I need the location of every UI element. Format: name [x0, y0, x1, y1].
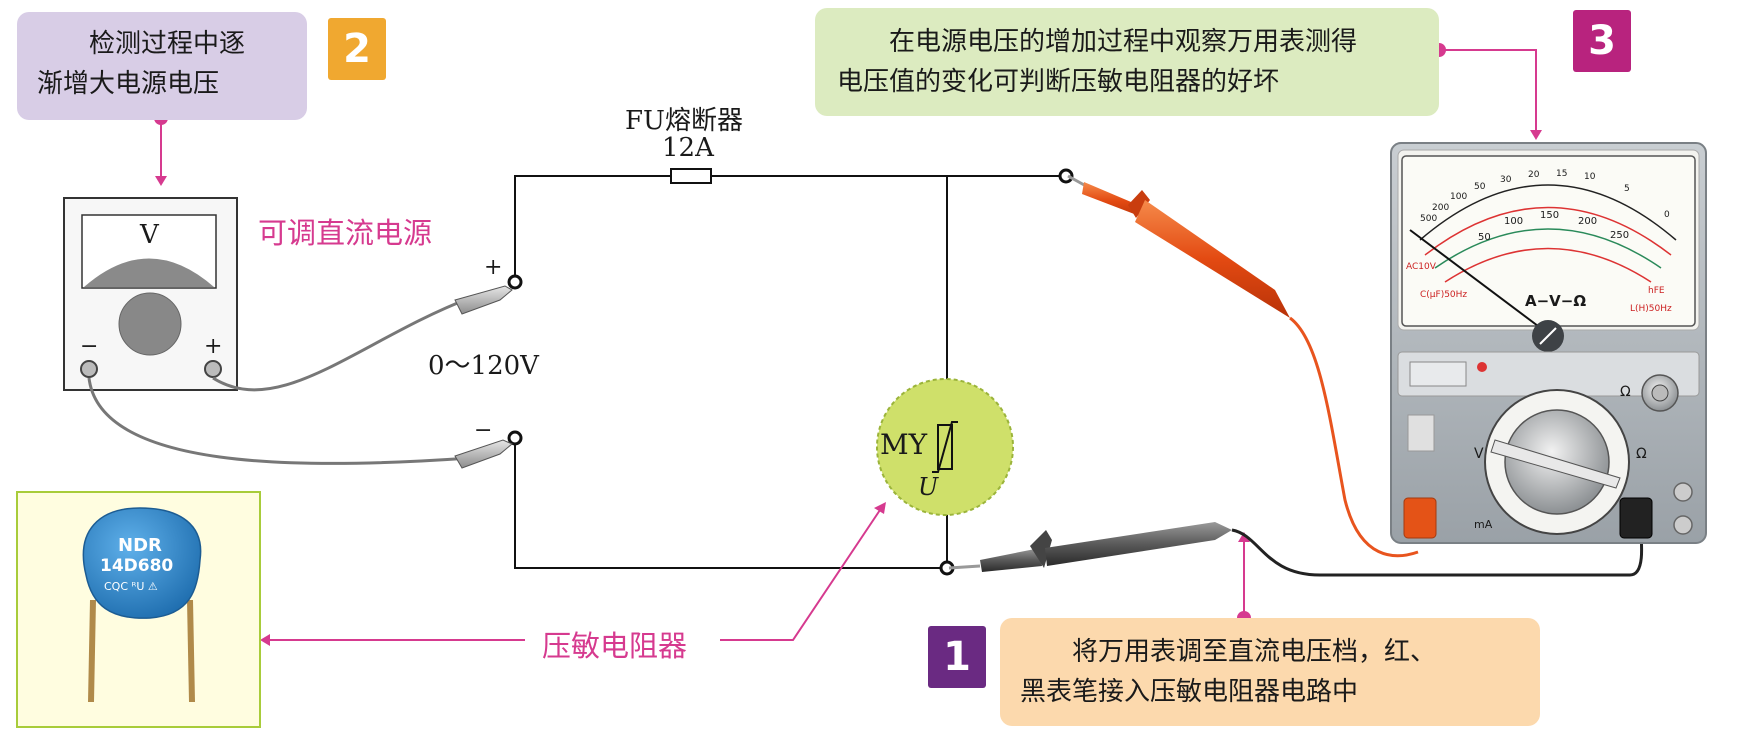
scale-top-0: 0	[1664, 210, 1670, 220]
scale-mid-150: 150	[1540, 210, 1560, 221]
scale-top-30: 30	[1500, 175, 1512, 185]
scale-top-50: 50	[1474, 182, 1486, 192]
voltage-range-label: 0～120V	[428, 351, 539, 381]
scale-mid-250: 250	[1610, 230, 1630, 241]
scale-mid-100: 100	[1504, 216, 1524, 227]
multimeter	[1390, 142, 1707, 544]
step-1-badge: 1	[928, 626, 986, 688]
power-supply-label: 可调直流电源	[258, 216, 433, 250]
varistor-symbol	[932, 421, 958, 473]
meter-right-label-2: L(H)50Hz	[1630, 304, 1672, 314]
callout-step-2: 检测过程中逐 渐增大电源电压	[17, 12, 307, 120]
pointer-dots-and-heads	[154, 43, 1542, 646]
plus-terminal-label: +	[484, 255, 503, 280]
meter-center-label: A−V−Ω	[1525, 292, 1587, 310]
step-3-badge: 3	[1573, 10, 1631, 72]
meter-range-ohm: Ω	[1636, 446, 1647, 462]
callout-step-3-line-2: 电压值的变化可判断压敏电阻器的好坏	[837, 67, 1280, 97]
pointer-lines	[160, 49, 1537, 641]
fuse-symbol	[670, 168, 712, 184]
circuit-wires	[514, 175, 1063, 569]
callout-step-2-line-1: 检测过程中逐	[89, 29, 246, 59]
minus-terminal-label: −	[474, 418, 493, 443]
fuse-rating-label: 12A	[662, 133, 714, 163]
callout-step-3-line-1: 在电源电压的增加过程中观察万用表测得	[889, 27, 1358, 57]
meter-left-label-1: AC10V	[1406, 262, 1436, 272]
scale-top-5: 5	[1624, 184, 1630, 194]
supply-plus-label: +	[204, 334, 223, 359]
scale-top-15: 15	[1556, 169, 1568, 179]
red-test-probe	[1067, 174, 1419, 558]
callout-step-2-line-2: 渐增大电源电压	[37, 69, 220, 99]
scale-top-500: 500	[1420, 214, 1438, 224]
scale-top-100: 100	[1450, 192, 1468, 202]
scale-top-200: 200	[1432, 203, 1450, 213]
callout-step-1-line-1: 将万用表调至直流电压档，红、	[1072, 637, 1437, 667]
supply-minus-label: −	[80, 334, 99, 359]
scale-top-10: 10	[1584, 172, 1596, 182]
alligator-clip-minus	[454, 439, 513, 469]
step-2-badge: 2	[328, 18, 386, 80]
callout-step-1-line-2: 黑表笔接入压敏电阻器电路中	[1020, 677, 1359, 707]
supply-cables	[87, 296, 471, 466]
varistor-label: 压敏电阻器	[542, 629, 688, 663]
circuit-terminals	[507, 168, 1074, 576]
ndr-certification-marks: CQC ᴿU ⚠	[104, 580, 158, 593]
fuse-name-label: FU熔断器	[625, 106, 743, 136]
callout-step-1: 将万用表调至直流电压档，红、 黑表笔接入压敏电阻器电路中	[1000, 618, 1540, 726]
meter-ohm-adjust-label: Ω	[1620, 384, 1631, 400]
varistor-u-label: U	[918, 473, 939, 501]
scale-mid-50: 50	[1478, 232, 1491, 243]
ndr-line-1: NDR	[118, 535, 162, 556]
black-test-probe	[948, 519, 1644, 577]
alligator-clip-plus	[454, 285, 513, 315]
supply-meter-letter: V	[140, 220, 159, 250]
scale-mid-200: 200	[1578, 216, 1598, 227]
varistor-symbol-label: MY	[880, 428, 928, 461]
scale-top-20: 20	[1528, 170, 1540, 180]
varistor-photo	[16, 491, 261, 728]
meter-range-ma: mA	[1474, 518, 1493, 531]
meter-range-v: V	[1474, 446, 1484, 462]
callout-step-3: 在电源电压的增加过程中观察万用表测得 电压值的变化可判断压敏电阻器的好坏	[815, 8, 1439, 116]
dc-power-supply	[63, 197, 238, 391]
meter-left-label-2: C(μF)50Hz	[1420, 290, 1468, 300]
meter-right-label-1: hFE	[1648, 286, 1665, 296]
ndr-line-2: 14D680	[100, 556, 174, 576]
